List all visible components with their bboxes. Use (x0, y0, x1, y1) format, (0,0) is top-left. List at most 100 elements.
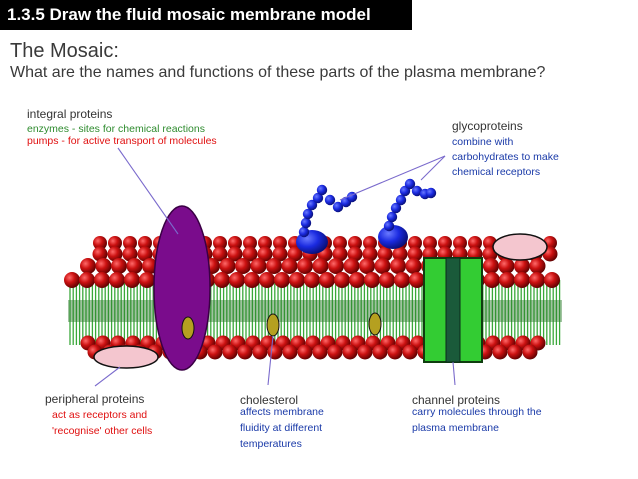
phosphate-head-top (328, 258, 344, 274)
phosphate-head-top (529, 258, 546, 274)
carbohydrate-unit (306, 199, 318, 211)
phosphate-head-top (235, 258, 251, 274)
phosphate-head-top-front (514, 272, 530, 288)
peripheral-pointer (94, 366, 121, 387)
phosphate-head-top (272, 246, 288, 262)
phosphate-head-bottom (522, 344, 538, 360)
hydrophobic-band (68, 300, 562, 322)
phosphate-head-top (498, 258, 515, 274)
channel-pointer (452, 361, 456, 386)
phosphate-head-bottom (402, 344, 418, 360)
phosphate-head-top-front (379, 272, 395, 288)
phosphate-head-top (332, 246, 348, 262)
channel-proteins-function-2: plasma membrane (412, 422, 499, 434)
phosphate-head-bottom (252, 344, 268, 360)
carbohydrate-unit (300, 217, 312, 229)
phosphate-head-top (333, 236, 347, 250)
carbohydrate-unit (298, 226, 310, 238)
glycoproteins-function-1: combine with (452, 136, 514, 148)
phosphate-head-top (92, 246, 108, 262)
phosphate-head-top-front (214, 272, 230, 288)
phosphate-head-top (423, 236, 437, 250)
carbohydrate-unit (302, 208, 314, 220)
peripheral-protein-bottom (93, 345, 159, 369)
phosphate-head-top (348, 236, 362, 250)
heading: The Mosaic: (10, 40, 119, 62)
phosphate-head-top (93, 236, 107, 250)
question: What are the names and functions of thes… (10, 64, 546, 81)
phosphate-head-top (258, 236, 272, 250)
phosphate-head-bottom (222, 344, 238, 360)
phosphate-head-top (281, 258, 298, 274)
carbohydrate-unit (425, 187, 437, 199)
phosphate-head-top (250, 258, 267, 274)
integral-proteins-label: integral proteins (27, 107, 113, 121)
phosphate-head-top (266, 258, 282, 274)
phosphate-head-top (108, 236, 122, 250)
phosphate-head-top (123, 236, 137, 250)
phosphate-head-bottom (267, 344, 283, 360)
phosphate-head-top-front (274, 272, 290, 288)
membrane-proteins (93, 178, 548, 371)
phosphate-head-top (137, 246, 153, 262)
channel-pore (445, 257, 461, 363)
phosphate-head-top-front (364, 272, 380, 288)
phosphate-head-top (483, 258, 499, 274)
phosphate-head-top (297, 258, 313, 274)
phosphate-head-bottom (342, 344, 358, 360)
phosphate-head-top-front (394, 272, 410, 288)
integral-pointer (117, 147, 179, 235)
phosphate-head-top-front (349, 272, 365, 288)
title-bar: 1.3.5 Draw the fluid mosaic membrane mod… (0, 0, 412, 30)
phosphate-head-top (111, 258, 127, 274)
phosphate-head-top (514, 258, 530, 274)
cholesterol-molecule (266, 313, 280, 337)
phosphate-head-top (343, 258, 360, 274)
phosphate-head-top-front (64, 272, 80, 288)
phosphate-head-top-front (109, 272, 125, 288)
phosphate-head-top (287, 246, 303, 262)
peripheral-protein-top (492, 233, 548, 261)
phosphate-head-top (242, 246, 258, 262)
phosphate-head-top (363, 236, 377, 250)
carbohydrate-unit (383, 220, 395, 232)
phosphate-head-top-front (139, 272, 155, 288)
phosphate-head-top-front (124, 272, 140, 288)
channel-proteins-label: channel proteins (412, 393, 501, 407)
phosphate-head-top-front (229, 272, 245, 288)
phosphate-head-bottom (312, 344, 328, 360)
phosphate-head-top (126, 258, 143, 274)
carbohydrate-unit (404, 178, 416, 190)
phosphate-head-top (374, 258, 391, 274)
glycoprotein-pointer-2 (420, 155, 446, 181)
carbohydrate-unit (395, 194, 407, 206)
carbohydrate-unit (324, 194, 336, 206)
cholesterol-molecule (368, 312, 382, 336)
phosphate-head-top (257, 246, 273, 262)
cholesterol-label: cholesterol (240, 393, 299, 407)
phosphate-head-top (273, 236, 287, 250)
phosphate-head-top (468, 236, 482, 250)
cholesterol-pointer (267, 335, 274, 386)
phosphate-head-bottom (297, 344, 313, 360)
phosphate-head-top-front (319, 272, 335, 288)
phosphate-head-bottom (237, 344, 253, 360)
phosphate-head-top (312, 258, 329, 274)
label-pointer-lines (94, 147, 456, 387)
slide-title: 1.3.5 Draw the fluid mosaic membrane mod… (7, 5, 371, 24)
phosphate-head-top (243, 236, 257, 250)
phosphate-head-top-front (259, 272, 275, 288)
phosphate-head-top (390, 258, 406, 274)
phosphate-head-top-front (409, 272, 425, 288)
phosphate-head-bottom (282, 344, 298, 360)
phosphate-head-top (407, 246, 423, 262)
phosphate-head-top-front (304, 272, 320, 288)
phosphate-head-top (213, 236, 227, 250)
cholesterol-molecule (181, 316, 195, 340)
phosphate-head-bottom (387, 344, 403, 360)
phosphate-head-top (138, 236, 152, 250)
integral-protein (153, 205, 211, 371)
phosphate-head-top (453, 236, 467, 250)
phosphate-head-top (219, 258, 236, 274)
carbohydrate-unit (316, 184, 328, 196)
